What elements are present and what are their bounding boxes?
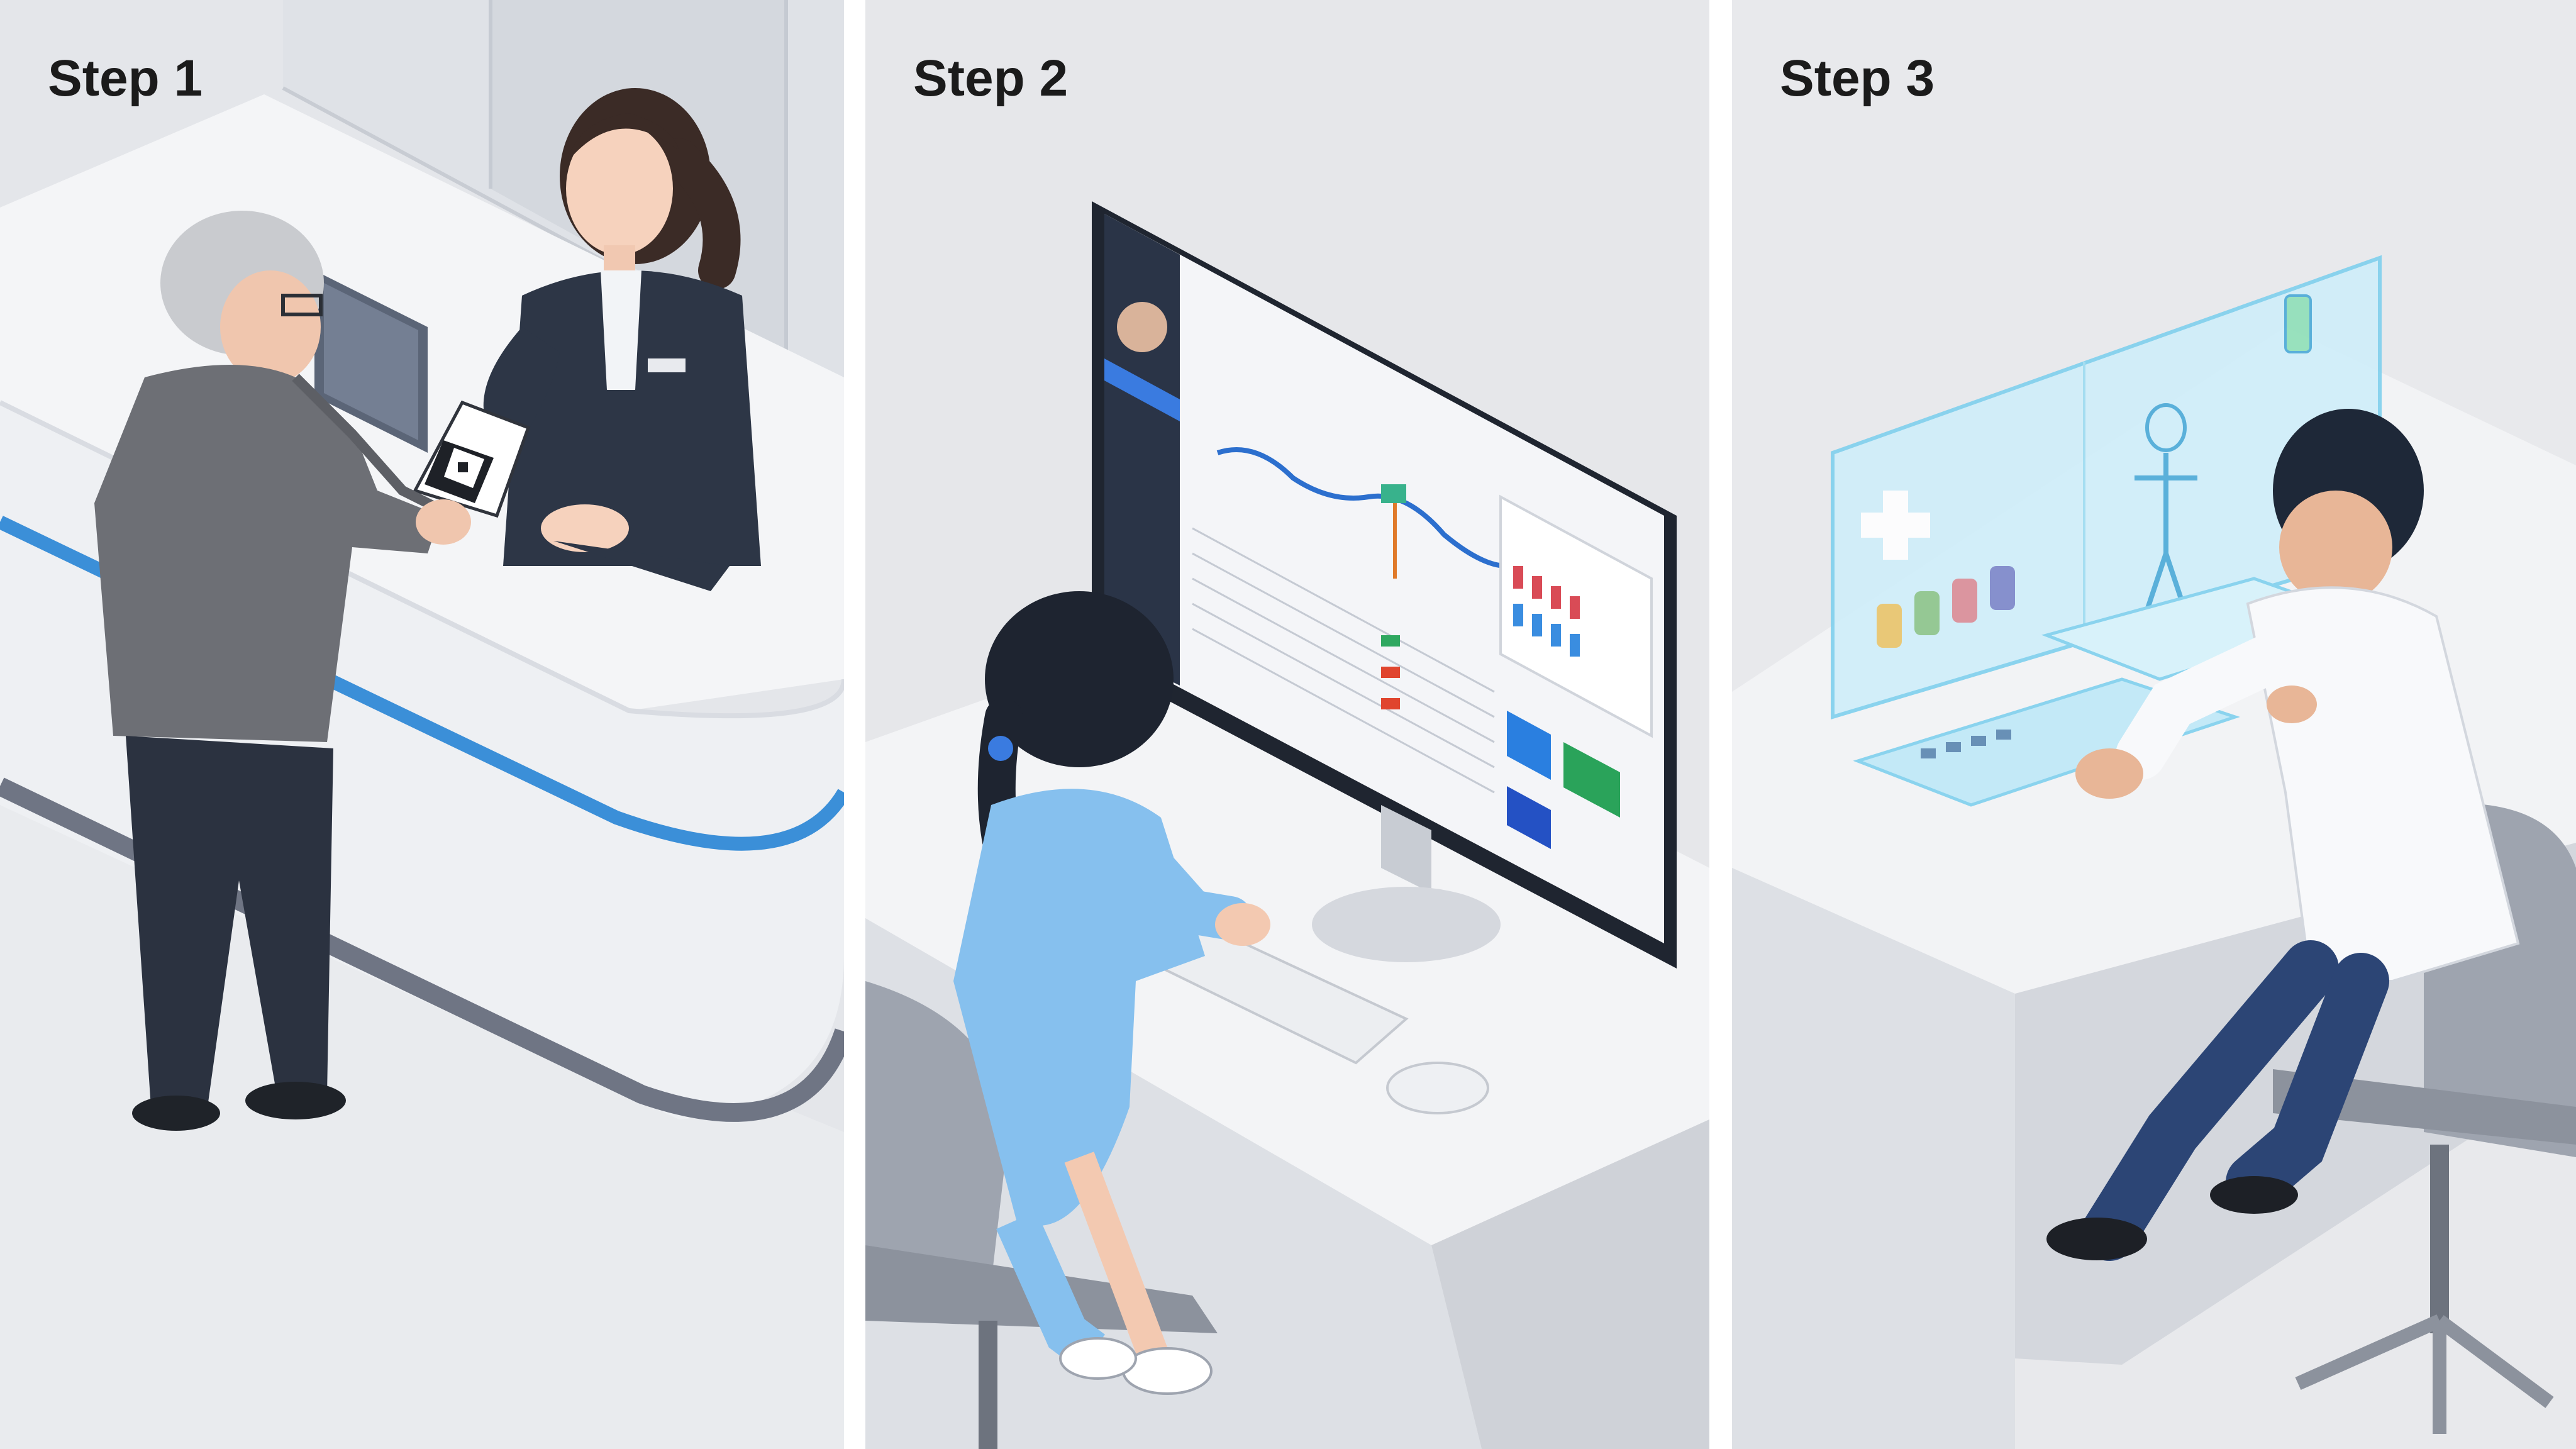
nurse-computer-scene xyxy=(865,0,1709,1449)
step-label: Step 3 xyxy=(1780,50,1935,107)
panel-step-1: Step 1 xyxy=(0,0,844,1449)
qr-code-card xyxy=(413,400,531,518)
reception-scene xyxy=(0,0,844,1449)
step-label: Step 1 xyxy=(48,50,203,107)
panel-divider xyxy=(1709,0,1731,1449)
panel-step-3: Step 3 xyxy=(1732,0,2576,1449)
patient xyxy=(94,211,471,1131)
panel-step-2: Step 2 xyxy=(865,0,1709,1449)
panel-divider xyxy=(844,0,865,1449)
desktop-monitor xyxy=(1092,201,1677,969)
nurse xyxy=(953,591,1270,1395)
receptionist xyxy=(483,88,761,591)
mouse xyxy=(1386,1062,1489,1114)
doctor-hologram-scene xyxy=(1732,0,2576,1449)
doctor xyxy=(2046,409,2520,1261)
step-label: Step 2 xyxy=(913,50,1069,107)
